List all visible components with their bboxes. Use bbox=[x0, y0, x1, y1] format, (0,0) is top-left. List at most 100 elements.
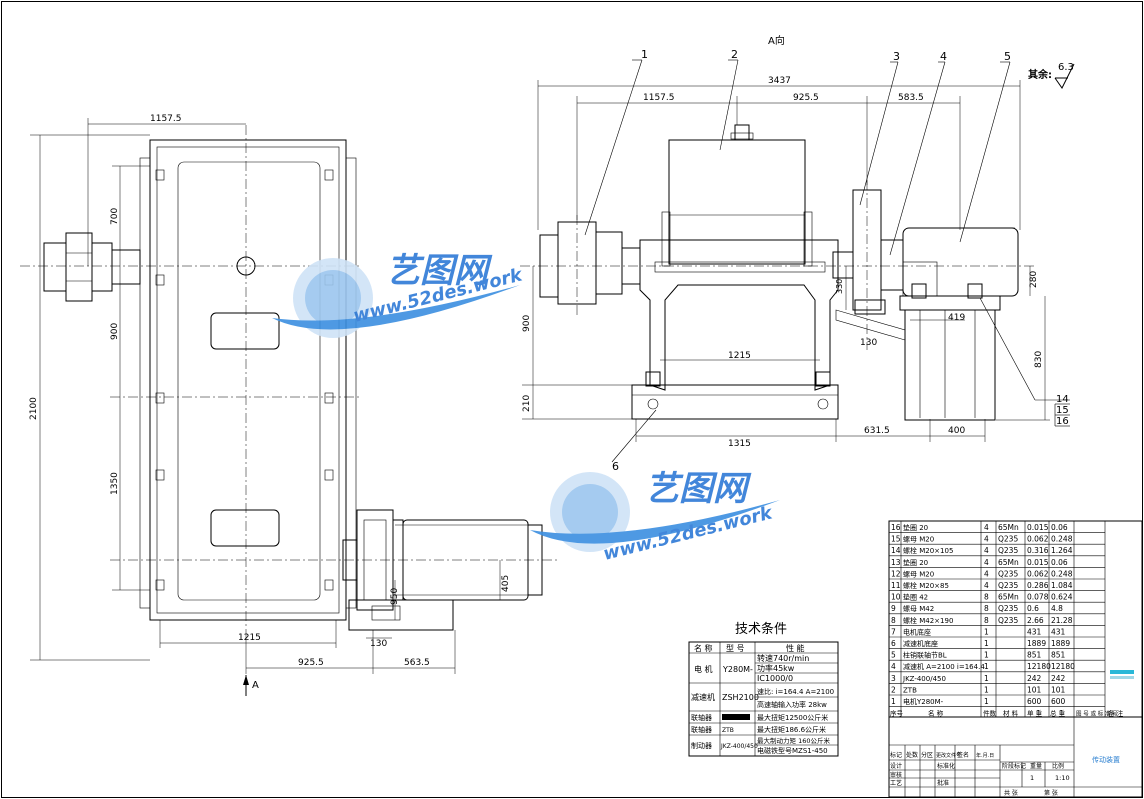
bom-cell-mat: Q235 bbox=[998, 616, 1018, 625]
tech-row-model: Y280M- bbox=[722, 665, 753, 674]
dim-1350: 1350 bbox=[110, 472, 120, 495]
tech-header-model: 型 号 bbox=[726, 644, 745, 653]
top-view-dimensions: 1157.5 700 900 1350 2100 1215 925.5 563.… bbox=[29, 114, 511, 691]
bom-cell-unit: 600 bbox=[1027, 697, 1042, 706]
tb-col: 处数 bbox=[906, 751, 918, 759]
tb-sheet: 1 bbox=[1030, 774, 1034, 782]
bom-cell-total: 1.084 bbox=[1051, 581, 1073, 590]
tech-row-model: ZSH2100 bbox=[722, 693, 759, 702]
bom-cell-no: 11 bbox=[891, 581, 901, 590]
bom-cell-unit: 431 bbox=[1027, 627, 1042, 636]
tech-title: 技术条件 bbox=[735, 621, 787, 637]
tech-row-perf: 功率45kw bbox=[757, 663, 795, 673]
roughness-label: 其余: bbox=[1028, 68, 1052, 81]
tech-row-perf: 转速740r/min bbox=[757, 653, 809, 663]
bom-cell-qty: 1 bbox=[984, 627, 989, 636]
tech-conditions: 技术条件 名 称 型 号 性 能 电 机 Y280M- 转速740r/min 功… bbox=[688, 621, 839, 757]
tech-header-name: 名 称 bbox=[694, 643, 713, 653]
bom-cell-no: 14 bbox=[891, 546, 901, 555]
bom-cell-qty: 4 bbox=[984, 569, 989, 578]
balloon-2: 4 bbox=[940, 50, 947, 63]
bom-header-unit: 单 重 bbox=[1027, 709, 1043, 718]
dim-950-left: 950 bbox=[390, 588, 400, 605]
highlight-mark bbox=[1110, 670, 1134, 674]
balloon-1: 5 bbox=[1004, 50, 1011, 63]
tb-row: 设计 bbox=[890, 762, 902, 770]
dim-330: 330 bbox=[835, 279, 844, 294]
bom-cell-no: 4 bbox=[891, 662, 896, 671]
dim-1157-right: 1157.5 bbox=[643, 93, 675, 103]
bom-cell-name: 垫圈 42 bbox=[903, 593, 928, 602]
bom-cell-name: 螺母 M20 bbox=[903, 569, 934, 578]
bom-cell-qty: 8 bbox=[984, 593, 989, 602]
bom-cell-unit: 242 bbox=[1027, 674, 1042, 683]
watermark-cn: 艺图网 bbox=[386, 251, 493, 291]
bom-cell-no: 8 bbox=[891, 616, 896, 625]
bom-cell-unit: 0.078 bbox=[1027, 593, 1049, 602]
dim-900-right: 900 bbox=[522, 315, 532, 332]
bom-cell-mat: 65Mn bbox=[998, 523, 1019, 532]
bom-cell-qty: 4 bbox=[984, 581, 989, 590]
bom-cell-name: 螺母 M42 bbox=[903, 604, 934, 613]
balloon-5: 1 bbox=[641, 48, 648, 61]
roughness-value: 6.3 bbox=[1058, 62, 1074, 73]
bom-cell-unit: 0.316 bbox=[1027, 546, 1049, 555]
balloon-16: 16 bbox=[1056, 416, 1069, 427]
tb-sheets: 第 张 bbox=[1044, 789, 1058, 797]
bom-cell-unit: 101 bbox=[1027, 685, 1042, 694]
tech-row-perf: 最大扭矩186.6公斤米 bbox=[757, 725, 826, 734]
tech-row-perf: 高速轴输入功率 28kw bbox=[757, 700, 827, 709]
bom-grid bbox=[888, 520, 1143, 718]
bom-header-qty: 件数 bbox=[983, 709, 997, 718]
bom-cell-total: 4.8 bbox=[1051, 604, 1063, 613]
bom-header-std: 图 号 或 标 准 号 bbox=[1076, 710, 1118, 718]
arrow-a-label: A bbox=[252, 680, 259, 691]
bom-cell-name: ZTB bbox=[903, 686, 917, 694]
tb-drawing-name: 传动装置 bbox=[1092, 755, 1120, 764]
balloon-14: 14 bbox=[1056, 394, 1069, 405]
bom-cell-unit: 1889 bbox=[1027, 639, 1046, 648]
bom-cell-total: 101 bbox=[1051, 685, 1066, 694]
bom-cell-no: 6 bbox=[891, 639, 896, 648]
bom-cell-total: 431 bbox=[1051, 627, 1066, 636]
tech-row-perf: 最大扭矩12500公斤米 bbox=[757, 713, 828, 722]
balloon-4: 2 bbox=[731, 48, 738, 61]
tech-row-perf: 速比: i=164.4 A=2100 bbox=[757, 687, 834, 696]
tech-row-perf: 最大制动力矩 160公斤米 bbox=[757, 736, 830, 745]
tech-row-perf: 电磁铁型号MZS1-450 bbox=[757, 746, 828, 755]
bom-cell-total: 21.28 bbox=[1051, 616, 1073, 625]
bom-cell-total: 0.248 bbox=[1051, 535, 1073, 544]
bom-cell-unit: 0.062 bbox=[1027, 535, 1049, 544]
tech-row-name: 联轴器 bbox=[691, 725, 712, 734]
tech-row-name: 联轴器 bbox=[691, 713, 712, 722]
bom-cell-name: 电机底座 bbox=[903, 627, 931, 636]
dim-900-left: 900 bbox=[110, 323, 120, 340]
bom-cell-mat: Q235 bbox=[998, 604, 1018, 613]
dim-400: 400 bbox=[948, 426, 965, 436]
bom-cell-name: 螺母 M20 bbox=[903, 535, 934, 544]
dim-925-right: 925.5 bbox=[793, 93, 819, 103]
bom-cell-qty: 1 bbox=[984, 651, 989, 660]
dim-130-right: 130 bbox=[860, 338, 877, 348]
bom-cell-unit: 12180 bbox=[1027, 662, 1051, 671]
view-label: A向 bbox=[768, 34, 785, 47]
tech-row-model: JKZ-400/450 bbox=[720, 743, 758, 750]
tech-row-perf: IC1000/0 bbox=[757, 674, 793, 683]
bom-cell-total: 0.06 bbox=[1051, 558, 1068, 567]
tb-stage: 比例 bbox=[1052, 762, 1064, 770]
bom-cell-qty: 4 bbox=[984, 523, 989, 532]
tb-sheets: 共 张 bbox=[1004, 789, 1018, 797]
bom-cell-name: 柱销联轴节BL bbox=[903, 651, 947, 660]
bom-cell-total: 242 bbox=[1051, 674, 1066, 683]
bom-cell-name: JKZ-400/450 bbox=[902, 675, 946, 683]
front-view bbox=[520, 59, 1075, 463]
bom-cell-mat: Q235 bbox=[998, 581, 1018, 590]
bom-cell-qty: 1 bbox=[984, 662, 989, 671]
bom-cell-qty: 8 bbox=[984, 604, 989, 613]
bom-cell-qty: 1 bbox=[984, 685, 989, 694]
bom-cell-qty: 4 bbox=[984, 546, 989, 555]
bom-cell-no: 10 bbox=[891, 593, 901, 602]
tb-scale: 1:10 bbox=[1055, 774, 1070, 782]
